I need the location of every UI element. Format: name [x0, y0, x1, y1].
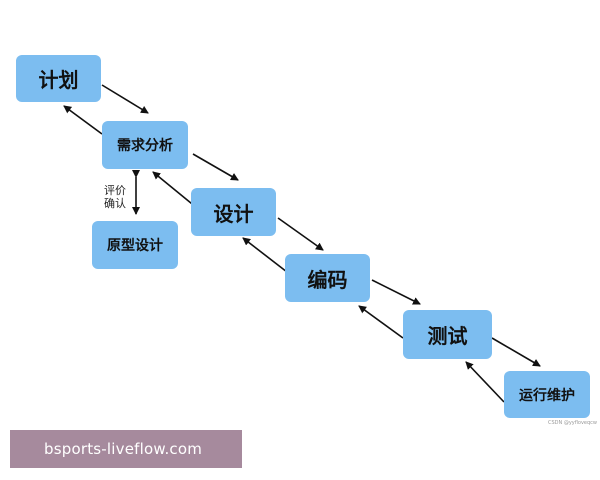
arrow-requirements-to-plan [63, 105, 103, 135]
node-plan: 计划 [16, 55, 101, 102]
node-operations: 运行维护 [504, 371, 590, 418]
small-watermark: CSDN @yyfloveqcw [548, 420, 598, 426]
arrow-design-to-requirements [152, 171, 198, 209]
arrow-operations-to-testing [465, 361, 505, 403]
arrow-testing-to-coding [358, 305, 404, 339]
side-label-line2: 确认 [104, 197, 126, 210]
side-label: 评价 确认 [100, 184, 130, 210]
node-coding: 编码 [285, 254, 370, 302]
node-prototype: 原型设计 [92, 221, 178, 269]
node-requirements: 需求分析 [102, 121, 188, 169]
arrow-requirements-to-design [192, 153, 239, 181]
node-testing: 测试 [403, 310, 492, 359]
arrow-plan-to-requirements [101, 84, 149, 114]
node-design: 设计 [191, 188, 276, 236]
watermark-banner[interactable]: bsports-liveflow.com [10, 430, 242, 468]
watermark-text[interactable]: bsports-liveflow.com [44, 440, 203, 458]
arrow-design-to-coding [277, 217, 324, 251]
arrow-testing-to-operations [491, 337, 541, 367]
arrow-coding-to-design [242, 237, 288, 273]
side-label-line1: 评价 [104, 184, 126, 197]
arrow-coding-to-testing [371, 279, 421, 305]
